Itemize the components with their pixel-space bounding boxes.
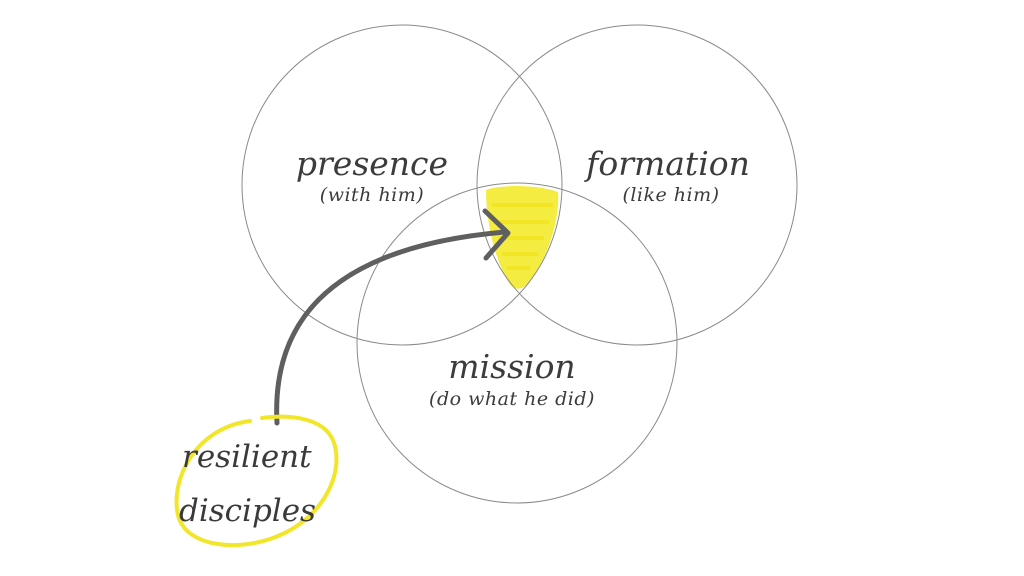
formation-circle	[476, 24, 798, 346]
presence-circle	[241, 24, 563, 346]
annotation-line-2: disciples	[179, 493, 316, 529]
arrow-curve	[274, 229, 508, 426]
annotation-highlight-ellipse	[174, 414, 339, 547]
formation-title: formation	[583, 144, 750, 183]
mission-title: mission	[448, 347, 575, 386]
presence-subtitle: (with him)	[320, 184, 424, 206]
arrow-head-icon	[482, 208, 511, 261]
annotation-line-1: resilient	[182, 439, 312, 475]
formation-subtitle: (like him)	[622, 184, 719, 206]
mission-subtitle: (do what he did)	[429, 388, 595, 410]
mission-circle	[356, 182, 678, 504]
presence-title: presence	[296, 144, 448, 183]
center-highlight-strokes	[492, 203, 553, 270]
